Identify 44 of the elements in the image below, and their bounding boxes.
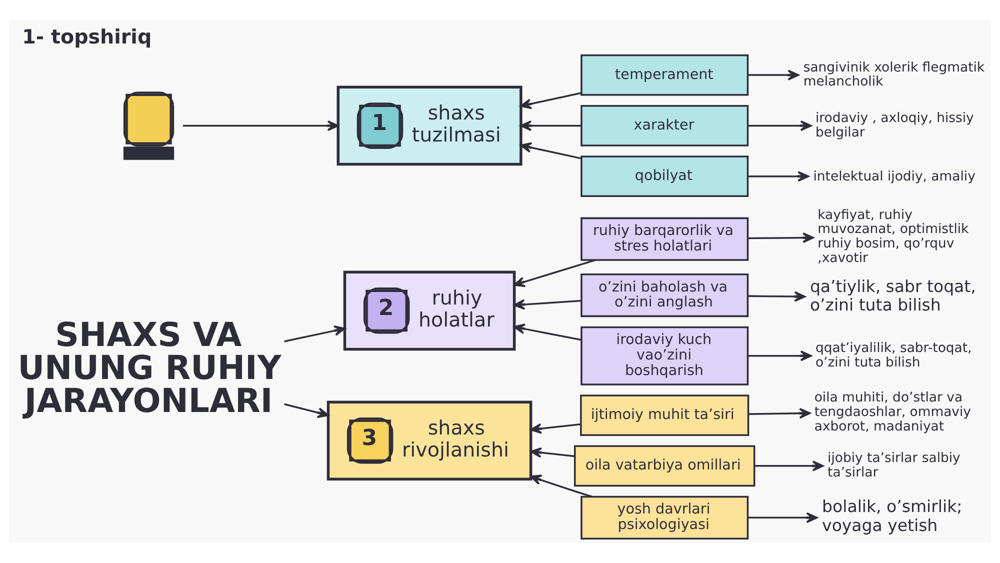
node-text: qa’tiylik, sabr toqat, o’zini tuta bilish	[810, 276, 976, 315]
arrow	[748, 171, 810, 182]
node-box: 3 shaxs rivojlanishi	[326, 400, 532, 481]
arrow	[520, 142, 582, 160]
arrow	[514, 324, 582, 341]
node-text: intelektual ijodiy, amaliy	[813, 169, 976, 184]
node-box: 1 shaxs tuzilmasi	[336, 86, 522, 166]
arrow	[530, 447, 575, 458]
node-box: oila vatarbiya omillari	[574, 445, 756, 487]
arrow	[520, 92, 582, 110]
arrow	[748, 512, 818, 524]
node-box: yosh davrlari psixologiyasi	[580, 496, 749, 540]
arrow	[748, 232, 814, 244]
arrow	[514, 299, 582, 310]
arrow	[182, 120, 339, 132]
node-text: ijobiy ta’sirlar salbiy ta’sirlar	[828, 451, 960, 480]
arrow	[754, 460, 824, 472]
node-text: SHAXS VA UNUNG RUHIY JARAYONLARI	[18, 314, 282, 420]
diagram-title: 1- topshiriq	[22, 26, 152, 49]
node-text: oila muhiti, do’stlar va tengdaoshlar, ommaviy axborot, madaniyat	[814, 390, 971, 434]
arrow	[530, 474, 592, 498]
node-box: irodaviy kuch vao’zini boshqarish	[580, 326, 749, 386]
node-box: 2 ruhiy holatlar	[343, 270, 516, 351]
node-text: sangivinik xolerik flegmatik melancholik	[803, 60, 985, 90]
arrow	[520, 120, 582, 132]
arrow	[530, 423, 581, 434]
node-text: qqat’iyalilik, sabr-toqat, o’zini tuta bilish	[815, 341, 972, 370]
arrow	[284, 325, 346, 342]
arrow	[748, 350, 812, 362]
arrow	[514, 259, 596, 288]
arrow	[284, 403, 329, 418]
arrow	[748, 70, 800, 80]
node-box: xarakter	[580, 105, 749, 146]
node-text: irodaviy , axloqiy, hissiy belgilar	[815, 110, 974, 140]
node-text: kayfiyat, ruhiy muvozanat, optimistlik ruhiy bosim, qo’rquv ,xavotir	[818, 208, 969, 266]
arrow	[748, 291, 806, 302]
node-box: temperament	[580, 54, 749, 96]
node-box: ijtimoiy muhit ta’siri	[580, 394, 750, 436]
node-box: ruhiy barqarorlik va stres holatlari	[580, 217, 749, 261]
arrow	[748, 408, 811, 419]
node-box: o’zini baholash va o’zini anglash	[580, 273, 749, 318]
node-box: qobilyat	[580, 156, 749, 198]
arrow	[748, 120, 812, 132]
node-text: bolalik, o’smirlik; voyaga yetish	[822, 497, 962, 535]
